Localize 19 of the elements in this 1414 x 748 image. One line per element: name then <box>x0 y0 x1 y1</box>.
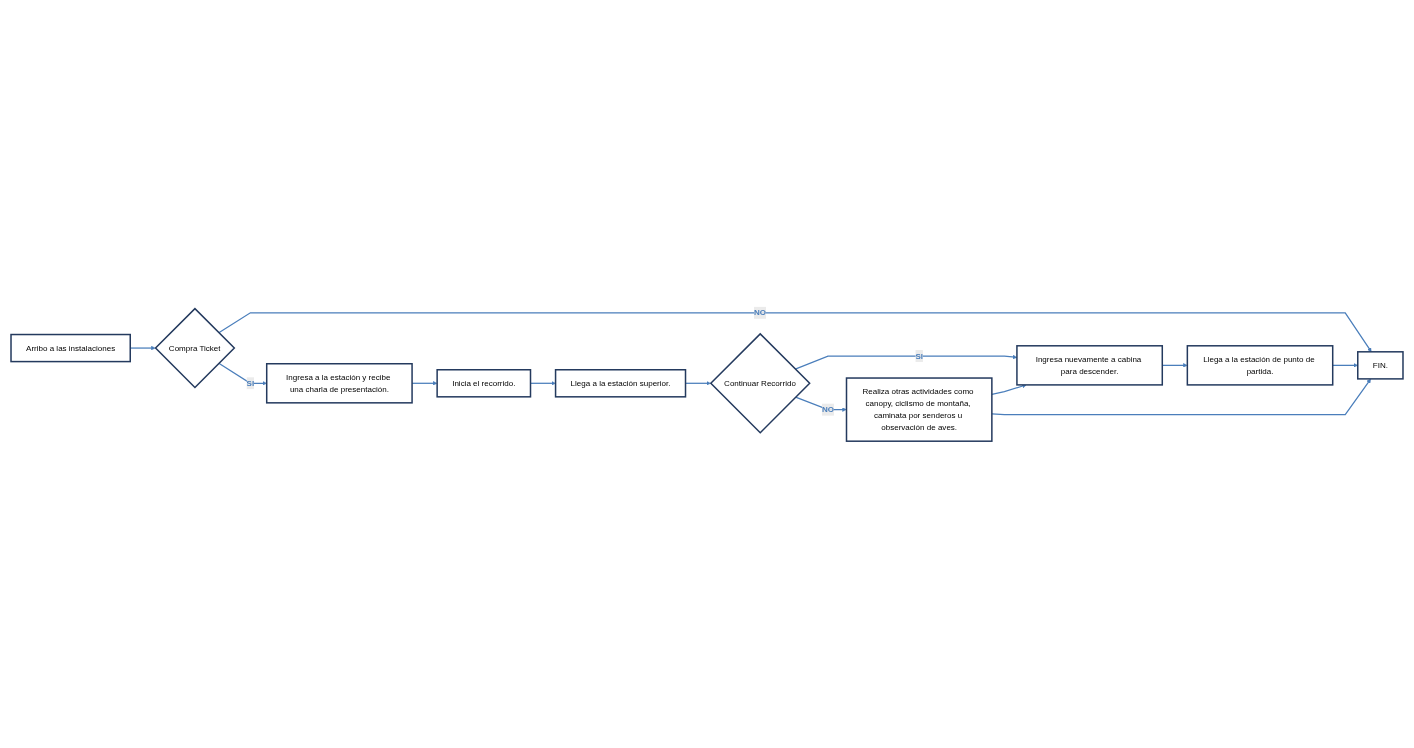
node-box: Llega a la estación superior. <box>554 369 687 398</box>
node-box: Inicia el recorrido. <box>436 369 532 398</box>
arrow <box>218 362 267 386</box>
edge-label: NO <box>821 405 834 414</box>
node-box: Ingresa a la estación y recibe una charla de presentación. <box>265 363 413 404</box>
node-box: Ingresa nuevamente a cabina para descender. <box>1016 345 1164 386</box>
node-box: Llega a la estación de punto de partida. <box>1186 345 1334 386</box>
edge-label: NO <box>753 308 767 317</box>
arrow <box>991 378 1371 416</box>
node-box: Arribo a las instalaciones <box>10 333 131 363</box>
arrow <box>218 312 1372 352</box>
node-diamond: Continuar Recorrido <box>709 332 811 434</box>
arrow <box>1332 363 1358 368</box>
edge-label: SI <box>246 378 255 388</box>
node-diamond: Compra Ticket <box>154 307 236 389</box>
node-box: FIN. <box>1357 351 1404 380</box>
arrow <box>991 383 1027 395</box>
edge-label: SI <box>915 351 923 361</box>
node-box: Realiza otras actividades como canopy, ciclismo de montaña, caminata por senderos u observación de aves. <box>845 377 993 442</box>
